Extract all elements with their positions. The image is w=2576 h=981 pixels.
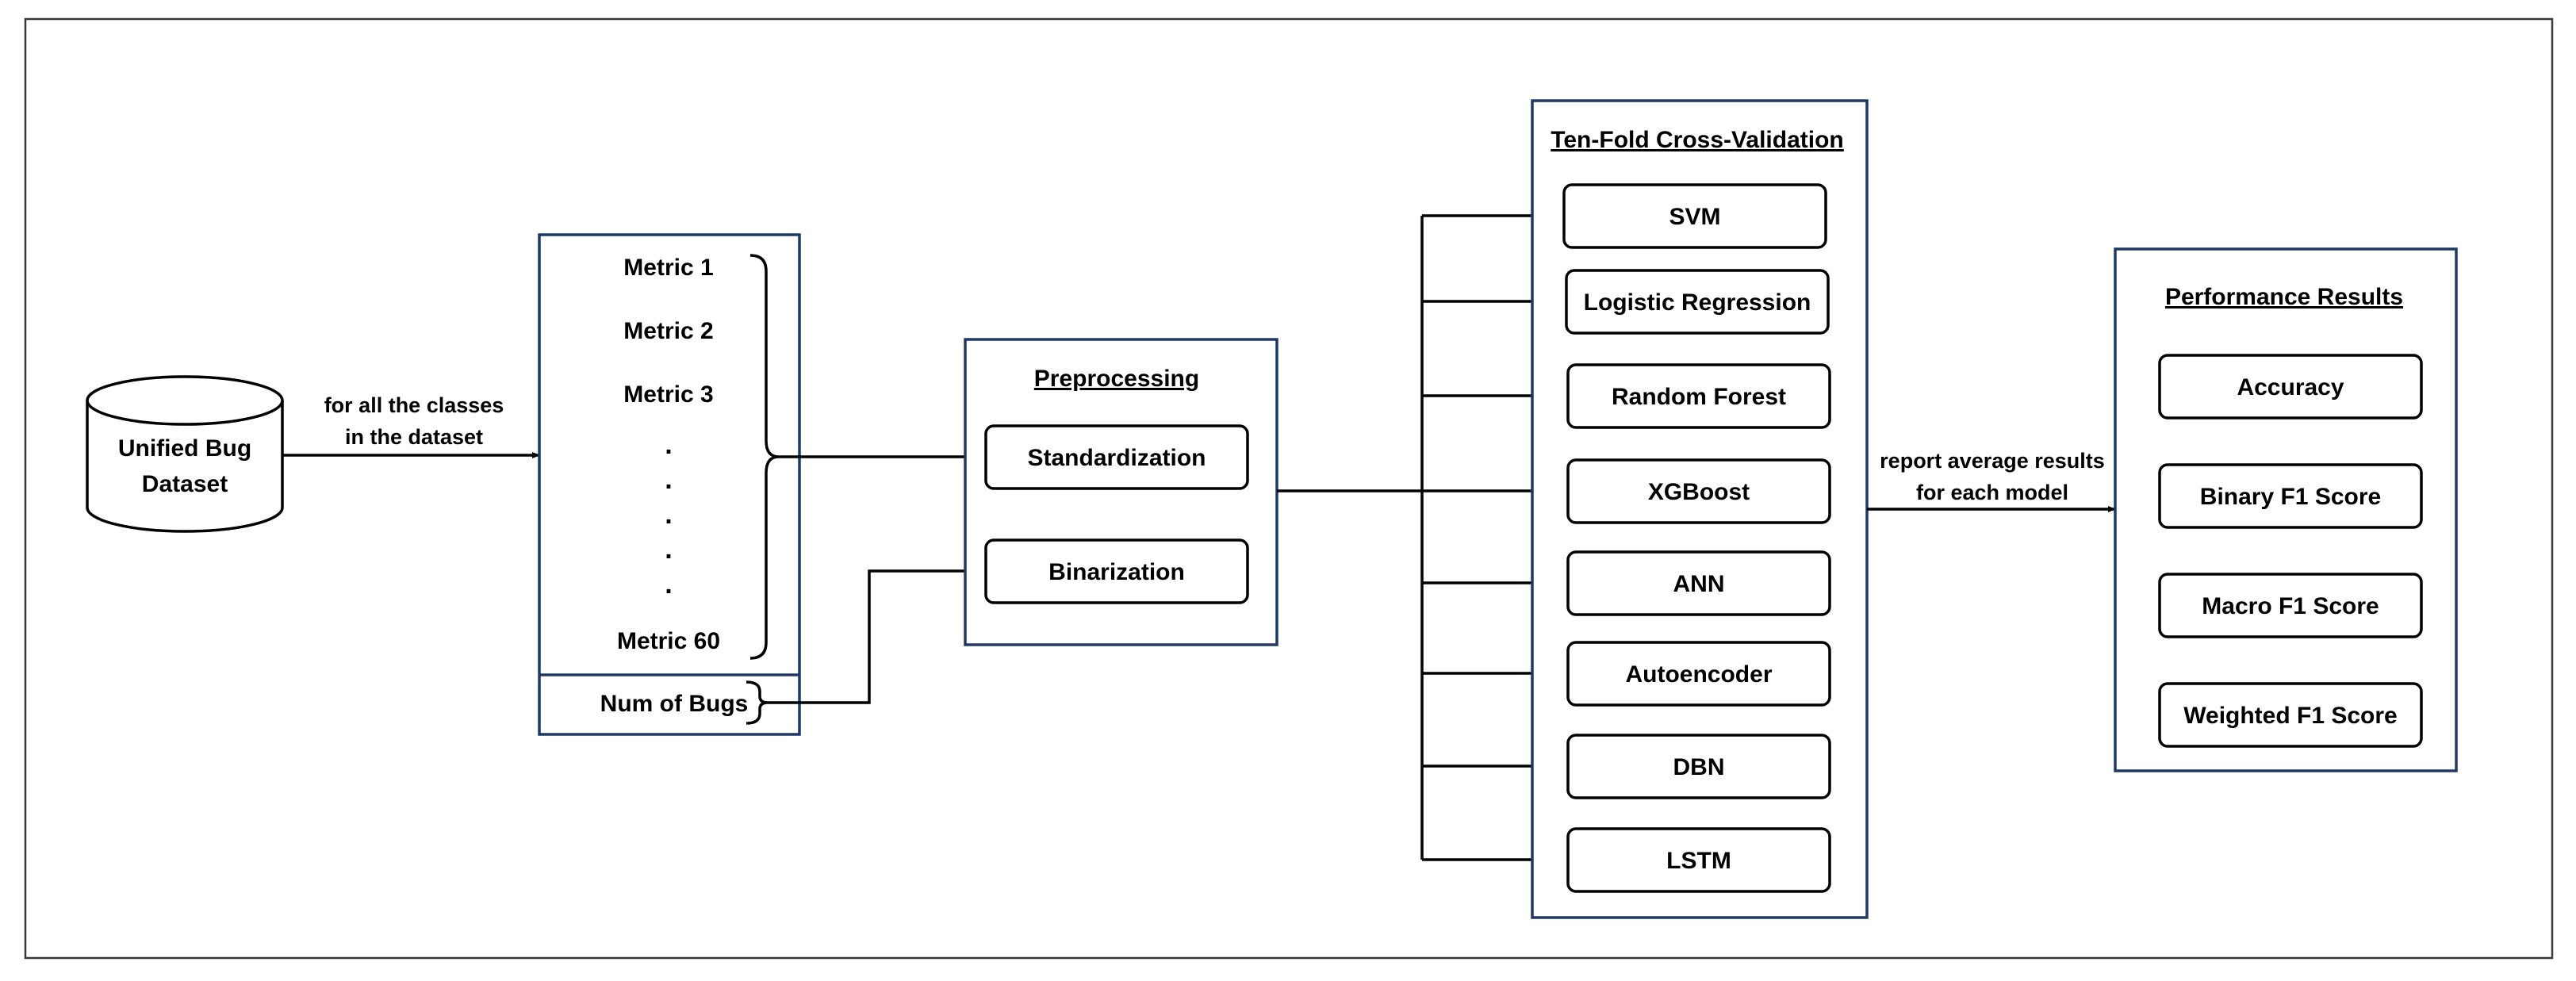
model-node-logistic-regression	[1565, 269, 1830, 335]
edge-label-results-line1: report average results	[1880, 449, 2105, 473]
edge-label-dataset-line2: in the dataset	[345, 425, 483, 449]
metric-ellipsis-dot: .	[665, 500, 672, 530]
model-label: Logistic Regression	[1584, 289, 1811, 316]
metric-label: Metric 3	[623, 381, 713, 408]
binarization-label: Binarization	[1048, 559, 1185, 585]
model-label: XGBoost	[1648, 479, 1750, 505]
result-node-accuracy	[2158, 354, 2423, 420]
metrics-panel-box	[538, 233, 801, 736]
model-node-dbn	[1566, 734, 1831, 799]
result-label: Accuracy	[2237, 374, 2344, 400]
metric-ellipsis-dot: .	[665, 569, 672, 600]
dataset-node: Unified Bug Dataset	[86, 375, 284, 533]
model-label: DBN	[1673, 754, 1725, 780]
preprocessing-panel: Preprocessing Standardization Binarizati…	[964, 338, 1278, 646]
model-label: ANN	[1673, 571, 1725, 597]
result-node-weighted-f1	[2158, 682, 2423, 748]
metric-ellipsis-dot: .	[665, 535, 672, 565]
edge-label-dataset-line1: for all the classes	[324, 393, 504, 417]
model-label: Random Forest	[1612, 384, 1786, 410]
model-node-ann	[1566, 550, 1831, 616]
model-label: Autoencoder	[1625, 661, 1772, 688]
cross-validation-panel: Ten-Fold Cross-Validation SVM Logistic R…	[1531, 99, 1869, 919]
results-panel: Performance Results Accuracy Binary F1 S…	[2114, 247, 2458, 772]
num-of-bugs-label: Num of Bugs	[600, 691, 749, 717]
result-node-binary-f1	[2158, 463, 2423, 529]
metrics-panel: Metric 1 Metric 2 Metric 3 . . . . . Met…	[538, 233, 801, 736]
result-label: Macro F1 Score	[2202, 593, 2379, 619]
model-label: LSTM	[1666, 848, 1731, 874]
standardization-node	[984, 424, 1249, 490]
dataset-label-line2: Dataset	[142, 471, 228, 497]
dataset-cylinder-top	[86, 375, 284, 426]
result-node-macro-f1	[2158, 573, 2423, 638]
dataset-label-line1: Unified Bug	[118, 435, 251, 462]
binarization-node	[984, 538, 1249, 604]
model-node-random-forest	[1566, 363, 1831, 429]
outer-frame	[24, 17, 2554, 960]
model-node-autoencoder	[1566, 641, 1831, 707]
standardization-label: Standardization	[1027, 445, 1206, 471]
edge-num-of-bugs-to-binarization	[768, 568, 986, 704]
model-node-svm	[1562, 183, 1827, 249]
dataset-cylinder-body	[86, 400, 284, 533]
model-node-xgboost	[1566, 458, 1831, 524]
model-label: SVM	[1669, 204, 1720, 230]
results-title: Performance Results	[2165, 284, 2403, 310]
cross-validation-title: Ten-Fold Cross-Validation	[1551, 127, 1843, 153]
metric-ellipsis-dot: .	[665, 465, 672, 495]
metric-label-last: Metric 60	[617, 628, 720, 654]
result-label: Binary F1 Score	[2200, 484, 2381, 510]
preprocessing-title: Preprocessing	[1034, 366, 1199, 392]
edge-label-results-line2: for each model	[1916, 481, 2068, 504]
model-node-lstm	[1566, 827, 1831, 893]
result-label: Weighted F1 Score	[2183, 703, 2398, 729]
metric-label: Metric 2	[623, 318, 713, 344]
metric-label: Metric 1	[623, 255, 713, 281]
metric-ellipsis-dot: .	[665, 430, 672, 460]
